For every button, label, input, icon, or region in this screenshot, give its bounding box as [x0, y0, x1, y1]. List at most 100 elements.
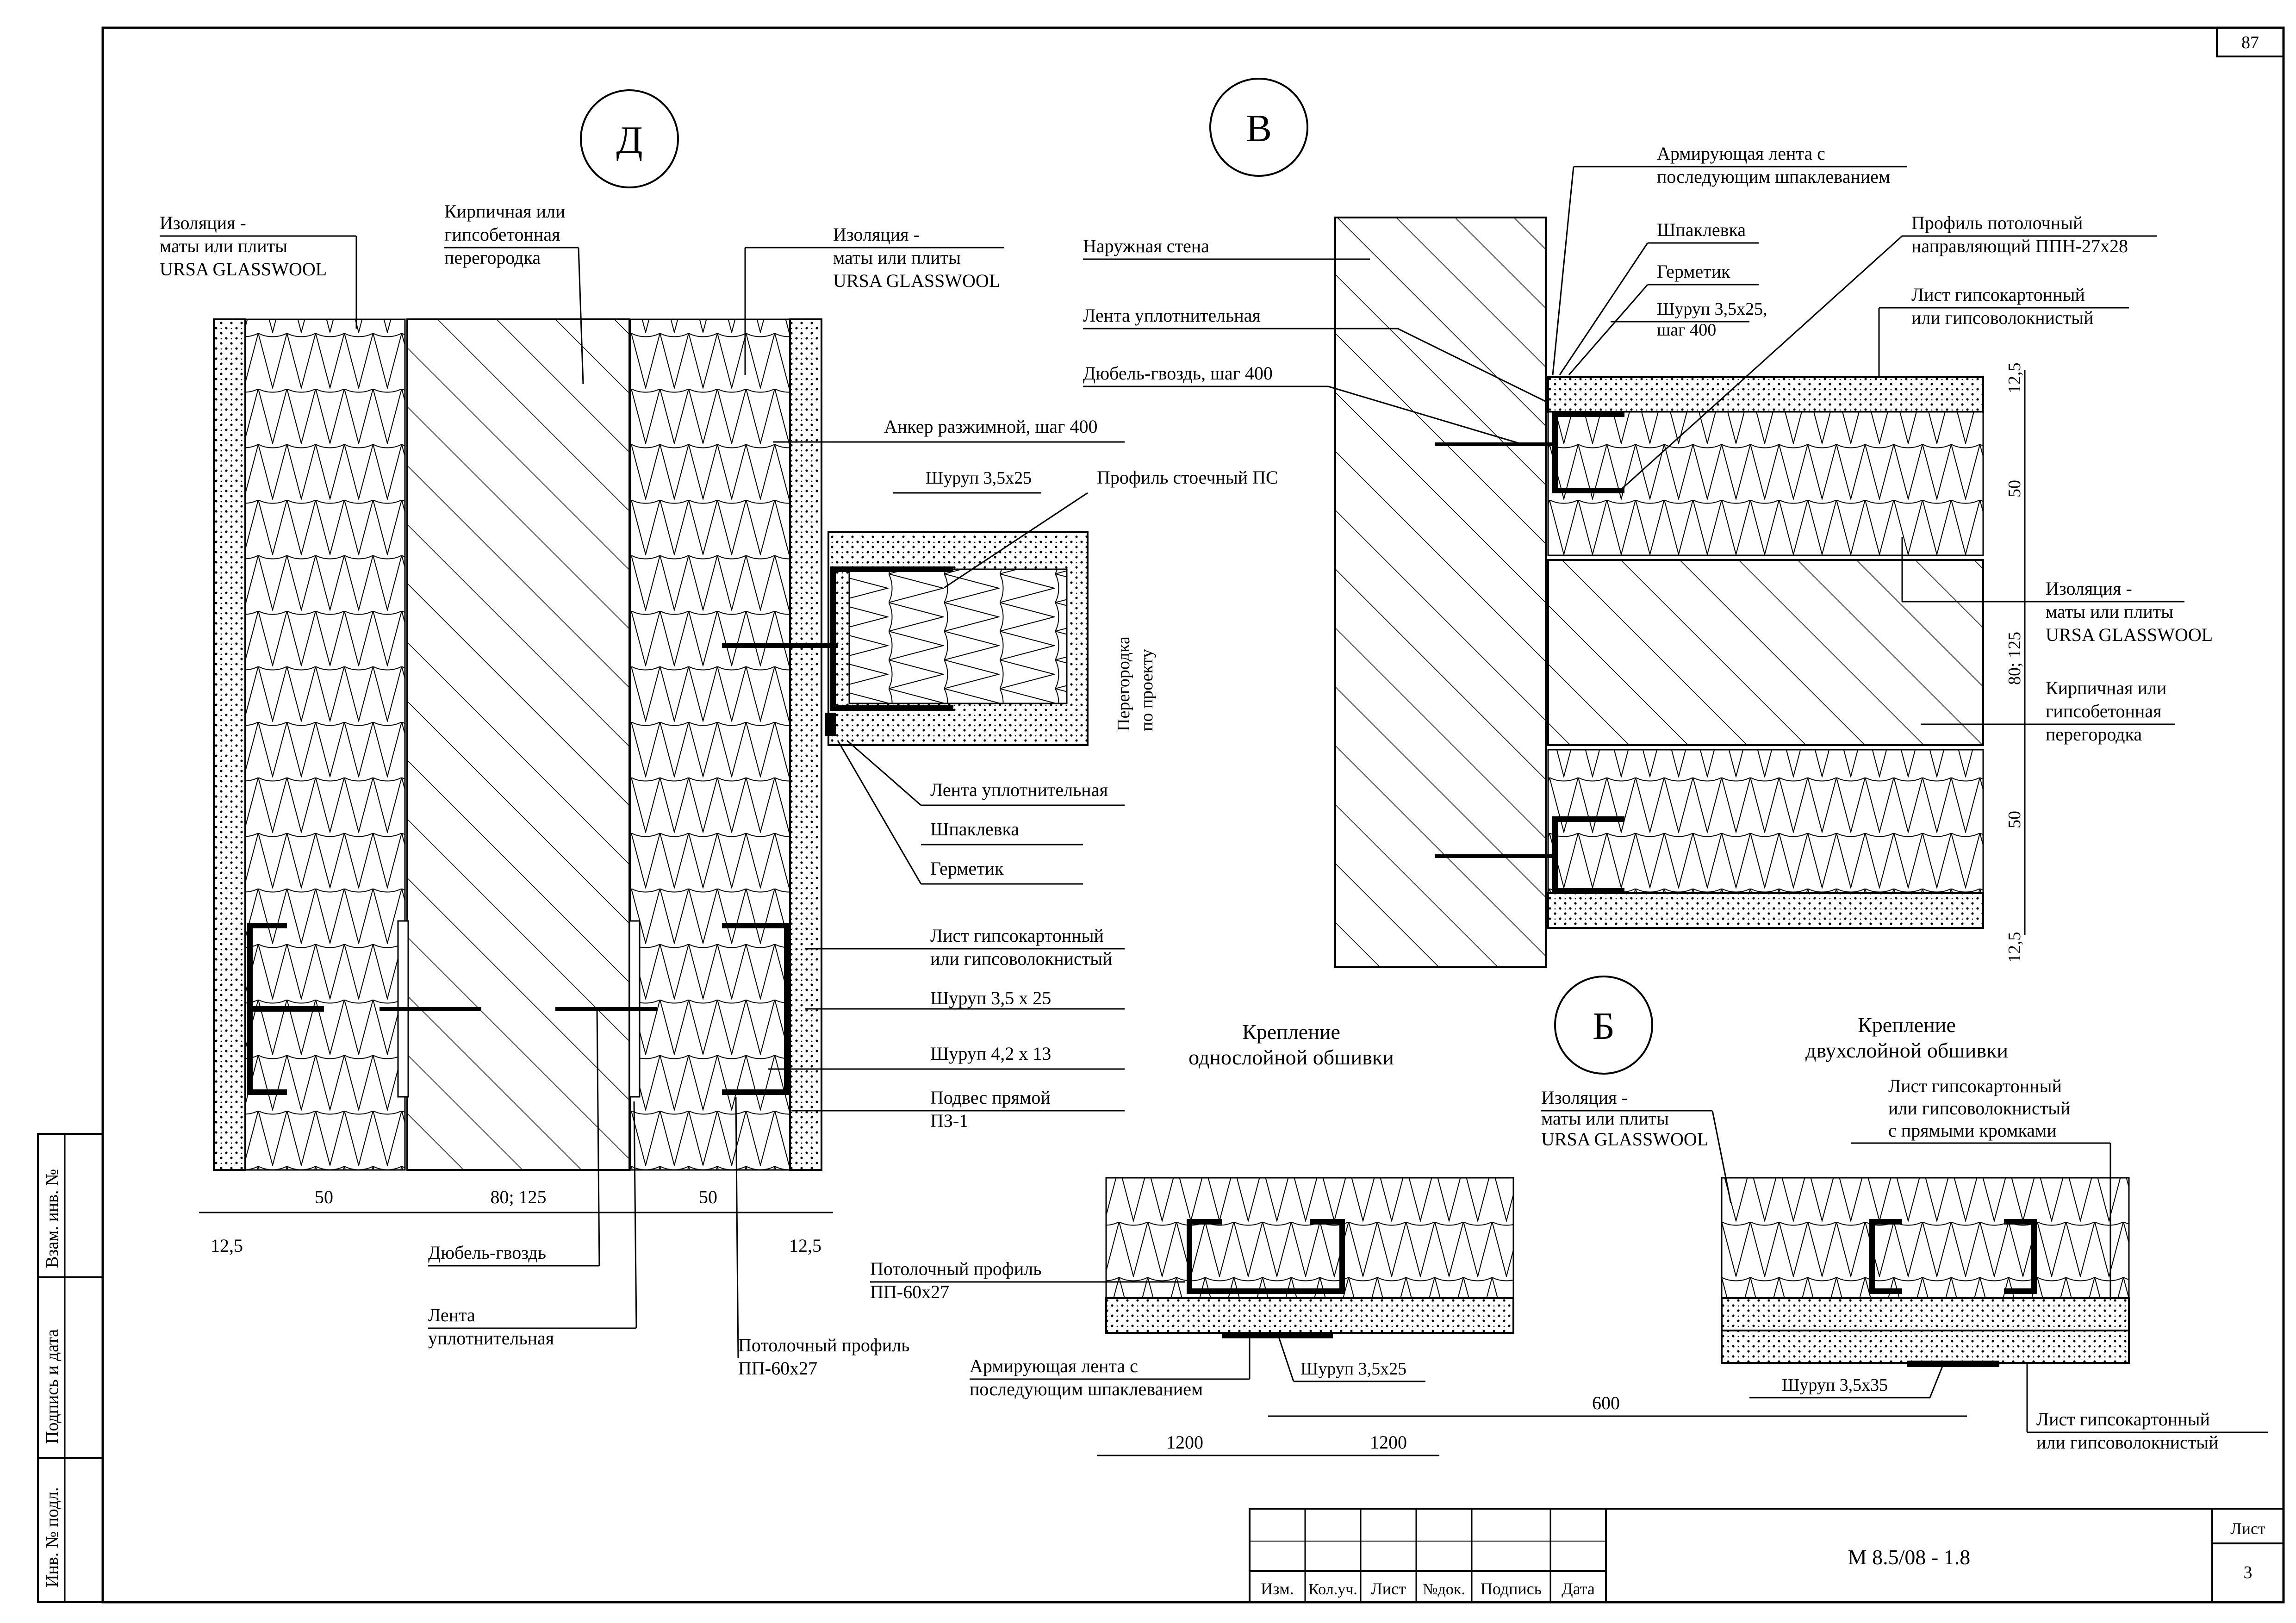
single-tape — [1222, 1332, 1333, 1338]
label-insulation-b-1: Изоляция - — [1541, 1087, 1628, 1108]
label-brick-3: перегородка — [444, 247, 541, 268]
label-insulation-right-1: Изоляция - — [833, 224, 920, 245]
marker-v-label: В — [1246, 107, 1272, 150]
label-hanger-2: ПЗ-1 — [930, 1110, 968, 1131]
detail-v: В Армирующая лента с последующим шпаклев… — [1083, 78, 2213, 968]
junction-insulation — [848, 568, 1068, 704]
marker-v — [1209, 78, 1308, 177]
double-tape — [1907, 1361, 1999, 1367]
dim-d4: 50 — [699, 1187, 717, 1207]
label-partition-2: по проекту — [1137, 649, 1157, 731]
tb-data: Дата — [1562, 1579, 1595, 1598]
label-gypsum-bottom-1: Лист гипсокартонный — [2036, 1409, 2210, 1430]
label-ceiling-b-1: Потолочный профиль — [870, 1258, 1041, 1279]
label-ceiling-b-2: ПП-60х27 — [870, 1281, 949, 1302]
side-stamp: Взам. инв. № Подпись и дата Инв. № подл. — [37, 1133, 104, 1603]
label-insulation-left-2: маты или плиты — [160, 236, 287, 256]
label-dowel: Дюбель-гвоздь — [428, 1242, 546, 1263]
sheet-label: Лист — [2230, 1519, 2265, 1538]
label-hanger-1: Подвес прямой — [930, 1087, 1051, 1108]
label-gypsum-1: Лист гипсокартонный — [930, 925, 1104, 946]
marker-b-label: Б — [1593, 1005, 1615, 1048]
tb-izm: Изм. — [1261, 1579, 1294, 1598]
label-screw-35: Шуруп 3,5 х 25 — [930, 988, 1051, 1008]
tb-koluch: Кол.уч. — [1308, 1581, 1357, 1598]
dim-v-a: 12,5 — [2005, 363, 2024, 394]
guide-profile-upper — [1552, 411, 1624, 493]
tb-list: Лист — [1371, 1579, 1406, 1598]
page-number: 87 — [2241, 33, 2259, 52]
label-ceiling-profile-1: Потолочный профиль — [738, 1335, 909, 1356]
label-stud-profile: Профиль стоечный ПС — [1097, 467, 1278, 488]
detail-b: Б Крепление однослойной обшивки Креплени… — [870, 976, 2268, 1456]
label-insulation-right-3: URSA GLASSWOOL — [833, 270, 1000, 291]
double-profile-right — [2004, 1219, 2037, 1294]
title-block: Изм. Кол.уч. Лист №док. Подпись Дата М 8… — [1249, 1508, 2284, 1603]
gypsum-sheet-right — [789, 318, 822, 1171]
label-insulation-right-2: маты или плиты — [833, 247, 961, 268]
label-tape-bottom-1: Лента — [428, 1305, 475, 1325]
label-insulation-v-1: Изоляция - — [2046, 578, 2132, 599]
brick-partition — [406, 318, 630, 1171]
double-gypsum-1 — [1721, 1297, 2130, 1331]
dim-v-d: 50 — [2005, 811, 2024, 828]
label-screw-42: Шуруп 4,2 х 13 — [930, 1043, 1051, 1064]
dim-b-a: 1200 — [1166, 1432, 1203, 1453]
label-screw-v-2: шаг 400 — [1657, 320, 1716, 340]
tb-ndok: №док. — [1423, 1581, 1465, 1598]
label-anchor: Анкер разжимной, шаг 400 — [884, 416, 1097, 437]
label-insulation-left-3: URSA GLASSWOOL — [160, 259, 327, 280]
label-sealing-tape: Лента уплотнительная — [930, 779, 1108, 800]
label-screw-b-35: Шуруп 3,5х35 — [1782, 1375, 1888, 1395]
tb-podpis: Подпись — [1481, 1579, 1542, 1598]
double-gypsum-2 — [1721, 1330, 2130, 1364]
label-gypsum-v-2: или гипсоволокнистый — [1911, 307, 2094, 328]
stamp-inventory: Инв. № подл. — [43, 1487, 62, 1587]
insulation-left — [244, 318, 406, 1171]
marker-b — [1554, 976, 1653, 1075]
dim-v-e: 12,5 — [2005, 932, 2024, 963]
label-insulation-left-1: Изоляция - — [160, 212, 246, 233]
label-sealing-tape-v: Лента уплотнительная — [1083, 305, 1261, 326]
stud-profile-right — [722, 923, 790, 1095]
dim-d3: 80; 125 — [490, 1187, 546, 1207]
label-reinforcing-2: последующим шпаклеванием — [1657, 166, 1890, 187]
label-brick-v-1: Кирпичная или — [2046, 678, 2166, 698]
label-screw-top: Шуруп 3,5х25 — [926, 468, 1032, 488]
dim-b-c: 600 — [1592, 1393, 1620, 1413]
sealing-tape-mark — [825, 713, 836, 736]
upper-insulation — [1547, 411, 1984, 556]
dim-b-b: 1200 — [1370, 1432, 1407, 1453]
detail-d: Д Изоляция - маты или плиты URSA GLASSWO… — [160, 89, 1278, 1379]
label-brick-2: гипсобетонная — [444, 224, 560, 245]
brick-partition-v — [1547, 559, 1984, 746]
single-gypsum — [1105, 1297, 1514, 1334]
title-double-1: Крепление — [1858, 1013, 1956, 1037]
label-ceiling-profile-2: ПП-60х27 — [738, 1358, 817, 1379]
label-sealant: Герметик — [930, 858, 1004, 879]
title-double-2: двухслойной обшивки — [1805, 1038, 2008, 1062]
junction-stud — [830, 566, 953, 711]
label-insulation-v-3: URSA GLASSWOOL — [2046, 624, 2213, 645]
label-gypsum-bottom-2: или гипсоволокнистый — [2036, 1432, 2219, 1453]
page-number-box — [2216, 27, 2284, 57]
label-screw-b-25: Шуруп 3,5х25 — [1300, 1359, 1406, 1379]
stamp-signature: Подпись и дата — [43, 1329, 62, 1444]
label-guide-1: Профиль потолочный — [1911, 212, 2083, 233]
label-reinforcing-b-1: Армирующая лента с — [970, 1356, 1138, 1376]
label-guide-2: направляющий ППН-27х28 — [1911, 236, 2128, 256]
stud-profile-left — [247, 923, 324, 1095]
label-gypsum-v-1: Лист гипсокартонный — [1911, 284, 2085, 305]
double-profile-left — [1869, 1219, 1902, 1294]
sheet-frame — [101, 26, 2285, 1604]
single-insulation — [1105, 1177, 1514, 1299]
marker-d — [580, 89, 679, 188]
label-gypsum-straight-3: с прямыми кромками — [1888, 1120, 2057, 1141]
insulation-right — [629, 318, 791, 1171]
dim-d2: 50 — [315, 1187, 333, 1207]
label-insulation-v-2: маты или плиты — [2046, 601, 2173, 622]
title-single-1: Крепление — [1242, 1020, 1340, 1044]
double-insulation — [1721, 1177, 2130, 1299]
lower-gypsum — [1547, 892, 1984, 929]
